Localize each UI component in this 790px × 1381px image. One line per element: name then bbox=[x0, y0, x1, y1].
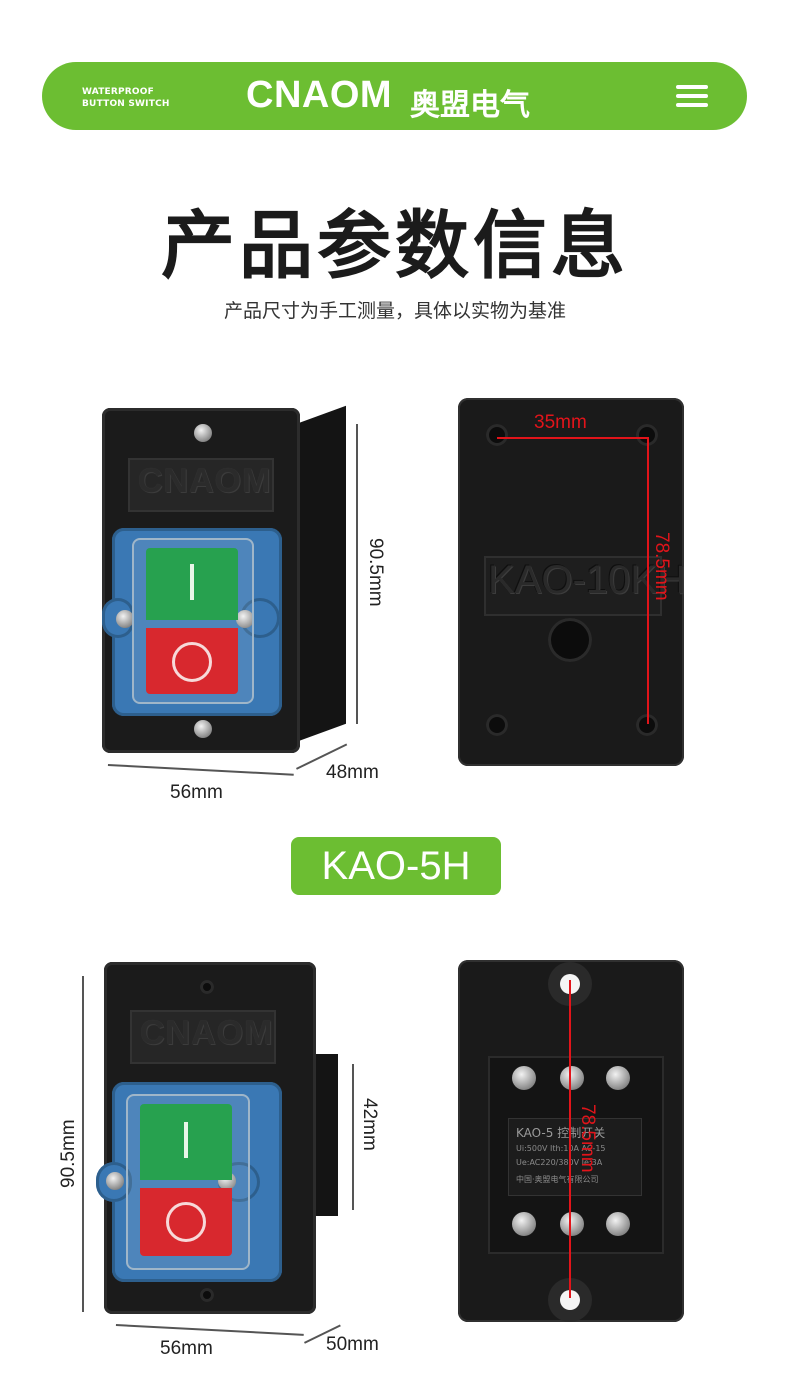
product-2-logo: CNAOM bbox=[140, 1014, 274, 1052]
terminal-screw-icon bbox=[606, 1066, 630, 1090]
stop-button[interactable] bbox=[146, 628, 238, 694]
brand-logo[interactable]: CNAOM bbox=[246, 74, 393, 116]
terminal-screw-icon bbox=[512, 1066, 536, 1090]
product-1-logo: CNAOM bbox=[138, 462, 272, 500]
screw-icon bbox=[194, 720, 212, 738]
product-1-width-dim: 56mm bbox=[170, 782, 223, 803]
screw-icon bbox=[106, 1172, 124, 1190]
terminal-screw-icon bbox=[512, 1212, 536, 1236]
terminal-spec-2: Ue:AC220/380V Ie:3A bbox=[516, 1158, 603, 1167]
mounting-hole bbox=[486, 424, 508, 446]
mounting-hole bbox=[486, 714, 508, 736]
screw-icon bbox=[194, 424, 212, 442]
terminal-maker: 中国·奥盟电气有限公司 bbox=[516, 1175, 599, 1184]
terminal-screw-icon bbox=[560, 1212, 584, 1236]
terminal-screw-icon bbox=[606, 1212, 630, 1236]
product-2-height-dim: 90.5mm bbox=[58, 1119, 79, 1188]
page-subtitle: 产品尺寸为手工测量，具体以实物为基准 bbox=[223, 300, 566, 322]
brand-name-cn: 奥盟电气 bbox=[410, 88, 530, 123]
header-bar bbox=[42, 62, 747, 130]
start-button[interactable] bbox=[146, 548, 238, 620]
screw-icon bbox=[236, 610, 254, 628]
stop-button[interactable] bbox=[140, 1188, 232, 1256]
product-1-height-dim: 90.5mm bbox=[365, 538, 386, 607]
product-2-width-dim: 56mm bbox=[160, 1338, 213, 1359]
mounting-hole bbox=[200, 1288, 214, 1302]
mounting-hole bbox=[636, 714, 658, 736]
start-button[interactable] bbox=[140, 1104, 232, 1180]
tagline-line-2: BUTTON SWITCH bbox=[82, 99, 170, 109]
page-title: 产品参数信息 bbox=[161, 203, 629, 289]
mounting-hole bbox=[200, 980, 214, 994]
product-1-back-width-dim: 35mm bbox=[534, 412, 587, 433]
product-2-depth-dim: 50mm bbox=[326, 1334, 379, 1355]
cable-entry-hole bbox=[548, 618, 592, 662]
hamburger-menu-icon[interactable] bbox=[672, 80, 712, 114]
mounting-hole bbox=[636, 424, 658, 446]
model-label-badge: KAO-5H bbox=[291, 837, 501, 895]
product-1-back-mark: KAO-10KH bbox=[488, 558, 686, 602]
brand-tagline: WATERPROOF BUTTON SWITCH bbox=[82, 86, 170, 110]
product-1-back-height-dim: 78.5mm bbox=[651, 532, 672, 601]
product-2-side-dim: 42mm bbox=[359, 1098, 380, 1151]
tagline-line-1: WATERPROOF bbox=[82, 87, 154, 97]
terminal-spec-1: Ui:500V Ith:10A AC-15 bbox=[516, 1144, 606, 1153]
terminal-label: KAO-5 控制开关 bbox=[516, 1126, 606, 1140]
product-2-back-height-dim: 78.5mm bbox=[577, 1104, 598, 1173]
product-1-depth-dim: 48mm bbox=[326, 762, 379, 783]
terminal-screw-icon bbox=[560, 1066, 584, 1090]
screw-icon bbox=[116, 610, 134, 628]
